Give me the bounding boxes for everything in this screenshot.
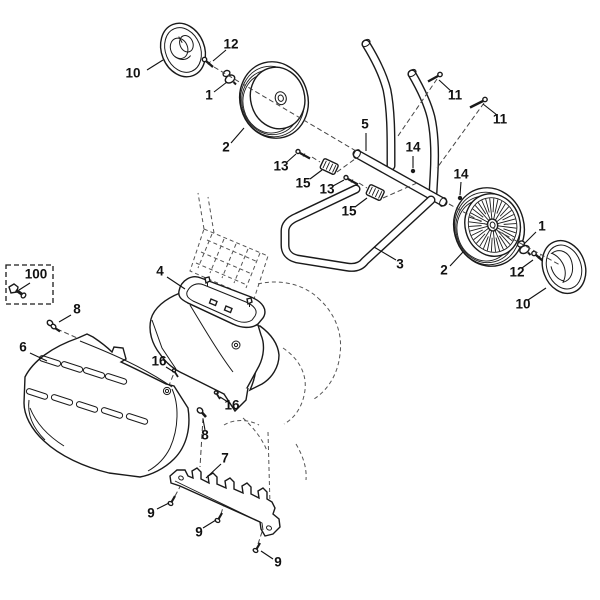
hub-cap-right [541,239,587,295]
callout-16: 16 [151,354,167,369]
clamp-block-15-a [319,158,339,175]
callout-14: 14 [453,167,469,182]
screw-9-a [167,495,176,507]
screw-11-a [427,71,443,83]
callout-9: 9 [274,555,282,570]
screw-12-left [201,56,214,68]
mount-rail [169,467,281,537]
callout-13: 13 [319,182,335,197]
callout-8: 8 [73,302,81,317]
callout-14: 14 [405,140,421,155]
callout-1: 1 [205,88,213,103]
screw-13-a [295,148,311,160]
handlebar-right-tube [407,68,440,198]
callout-2: 2 [222,140,230,155]
callout-leader-lines [18,49,547,560]
callout-7: 7 [221,451,229,466]
nut-14-b [457,195,463,201]
callout-10: 10 [125,66,140,81]
callout-11: 11 [448,88,463,103]
handlebar-crossbar [352,149,448,207]
callout-2: 2 [440,263,448,278]
housing-rim-bosses [204,276,253,314]
callout-100: 100 [25,267,48,282]
screw-9-c [252,542,261,554]
wheel-right-spokes [468,198,517,252]
screw-11-b [469,96,488,109]
screw-16-left [171,368,179,378]
deflector-vents [25,355,149,425]
clamp-block-15-b [365,184,385,201]
screw-16-right [213,390,221,400]
handlebar-left-tube [361,38,396,171]
callout-1: 1 [538,219,546,234]
phantom-mower-body [189,192,342,506]
axle-bolt-left [222,69,237,86]
hub-cap-left [159,22,207,78]
nut-14-a [410,168,416,174]
kit-box-100 [5,264,54,305]
callout-9: 9 [195,525,203,540]
wheel-left [238,61,310,139]
wheel-right [452,187,526,267]
callout-8: 8 [201,428,209,443]
callout-12: 12 [509,265,524,280]
deflector [23,333,190,478]
callout-5: 5 [361,117,369,132]
housing-upper [149,276,280,413]
callout-4: 4 [156,264,164,279]
screw-13-b [343,174,359,186]
screw-8-left [46,319,61,333]
callout-13: 13 [273,159,289,174]
callout-10: 10 [515,297,530,312]
callout-15: 15 [341,204,357,219]
callout-15: 15 [295,176,311,191]
callout-11: 11 [493,112,508,127]
callout-16: 16 [224,398,240,413]
callout-12: 12 [223,37,238,52]
callout-6: 6 [19,340,27,355]
screw-9-b [214,512,223,524]
screw-8-bottom [196,407,207,418]
callout-3: 3 [396,257,404,272]
kit-bolt-100 [8,283,27,299]
frame-tube [280,184,436,272]
callout-9: 9 [147,506,155,521]
